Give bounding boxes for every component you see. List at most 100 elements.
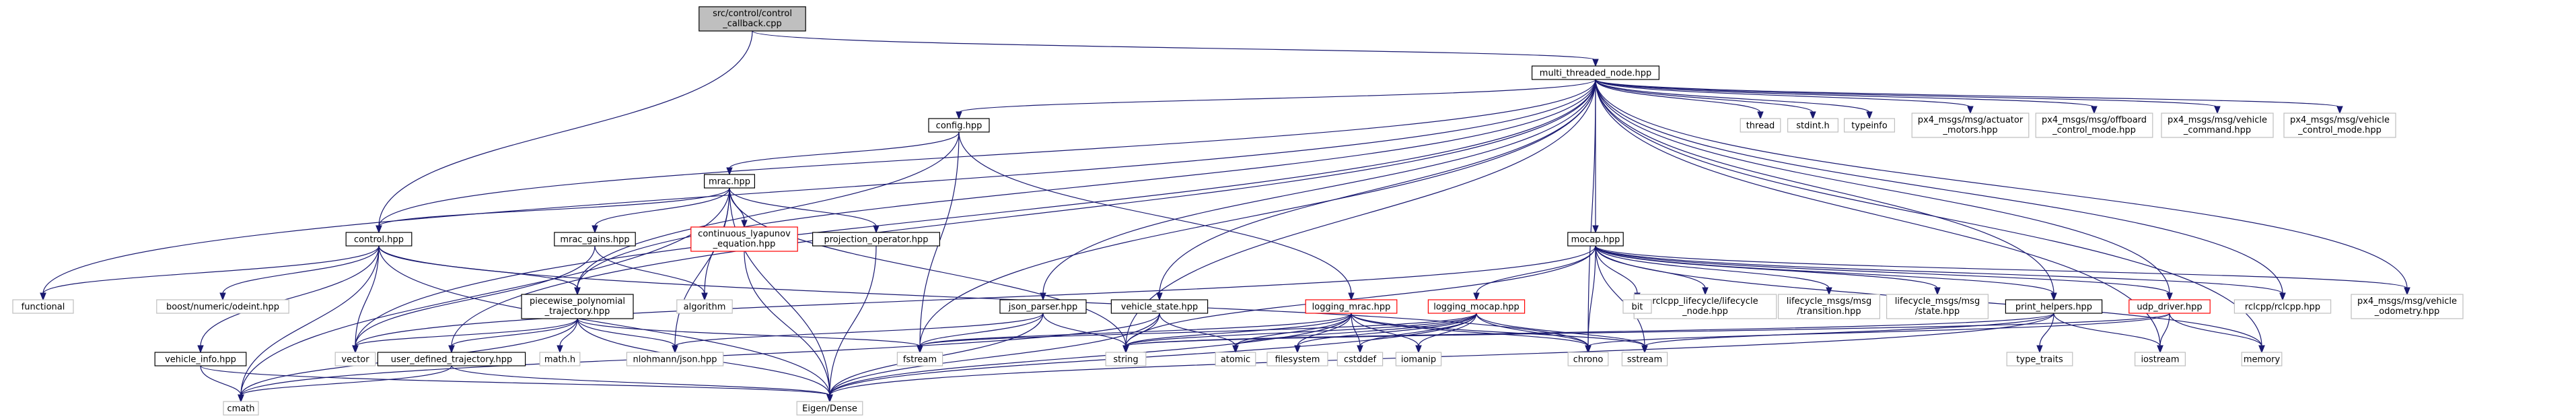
node-box xyxy=(999,299,1087,314)
node-pwpoly[interactable]: piecewise_polynomial_trajectory.hpp xyxy=(521,294,634,319)
node-label: bit xyxy=(1632,302,1643,313)
edge-lyap-to-eigen xyxy=(744,251,833,403)
node-string: string xyxy=(1105,352,1147,366)
node-box xyxy=(1427,299,1526,314)
node-label: piecewise_polynomial xyxy=(530,296,625,307)
node-label: mrac.hpp xyxy=(709,177,750,187)
node-box xyxy=(1305,299,1398,314)
edge-mocap-to-rclcpp xyxy=(1595,245,2286,301)
edge-mtn-to-mocap xyxy=(1592,79,1599,234)
node-box xyxy=(2233,299,2332,314)
node-box xyxy=(156,299,289,314)
edge-print-to-type_traits xyxy=(2036,313,2054,354)
node-box xyxy=(1532,65,1660,80)
edge-config-to-logmrac xyxy=(958,131,1355,301)
node-logmocap[interactable]: logging_mocap.hpp xyxy=(1427,299,1526,314)
node-px4_act: px4_msgs/msg/actuator_motors.hpp xyxy=(1911,113,2030,138)
node-label: json_parser.hpp xyxy=(1008,302,1077,313)
edge-mrac_gains-to-algorithm xyxy=(594,245,708,301)
node-label: px4_msgs/msg/vehicle xyxy=(2357,296,2457,307)
edge-mrac-to-cmath xyxy=(238,187,730,403)
node-label: user_defined_trajectory.hpp xyxy=(391,355,513,365)
node-rclcpp_lc: rclcpp_lifecycle/lifecycle_node.hpp xyxy=(1633,294,1777,319)
node-px4_odom: px4_msgs/msg/vehicle_odometry.hpp xyxy=(2351,294,2464,319)
node-projop[interactable]: projection_operator.hpp xyxy=(812,232,940,247)
node-algorithm: algorithm xyxy=(676,299,733,314)
edge-config-to-pwpoly xyxy=(574,131,960,296)
edge-pwpoly-to-udtraj xyxy=(448,318,578,354)
node-label: multi_threaded_node.hpp xyxy=(1540,69,1651,79)
node-lyap[interactable]: continuous_lyapunov_equation.hpp xyxy=(690,226,798,252)
node-label: _motors.hpp xyxy=(1942,125,1997,135)
node-json_parser[interactable]: json_parser.hpp xyxy=(999,299,1087,314)
node-logmrac[interactable]: logging_mrac.hpp xyxy=(1305,299,1398,314)
node-udtraj[interactable]: user_defined_trajectory.hpp xyxy=(377,352,526,366)
node-box xyxy=(1740,118,1781,133)
node-label: px4_msgs/msg/vehicle xyxy=(2290,115,2390,125)
node-label: _odometry.hpp xyxy=(2374,307,2439,317)
node-label: px4_msgs/msg/actuator xyxy=(1918,115,2024,125)
node-label: cstddef xyxy=(1344,355,1377,365)
node-thread: thread xyxy=(1740,118,1781,133)
edge-logmocap-to-atomic xyxy=(1232,313,1477,354)
node-box xyxy=(690,226,798,252)
node-label: boost/numeric/odeint.hpp xyxy=(166,302,279,313)
node-functional: functional xyxy=(12,299,74,314)
edge-mtn-to-vstate xyxy=(1156,79,1596,301)
node-cmath: cmath xyxy=(223,401,259,416)
node-box xyxy=(12,299,74,314)
node-label: config.hpp xyxy=(936,121,982,131)
node-box xyxy=(703,174,755,189)
node-eigen: Eigen/Dense xyxy=(796,401,863,416)
edge-udtraj-to-cmath xyxy=(238,365,452,403)
edge-control-to-eigen xyxy=(378,245,833,403)
node-typeinfo: typeinfo xyxy=(1844,118,1896,133)
node-mtn[interactable]: multi_threaded_node.hpp xyxy=(1532,65,1660,80)
edge-logmocap-to-filesystem xyxy=(1294,313,1477,354)
node-cstddef: cstddef xyxy=(1336,352,1384,366)
node-box xyxy=(1395,352,1442,366)
node-label: _trajectory.hpp xyxy=(544,307,610,317)
node-filesystem: filesystem xyxy=(1266,352,1328,366)
node-box xyxy=(1621,352,1668,366)
node-label: chrono xyxy=(1573,355,1604,365)
node-label: px4_msgs/msg/offboard xyxy=(2042,115,2147,125)
node-label: sstream xyxy=(1627,355,1662,365)
edge-mocap-to-chrono xyxy=(1585,245,1596,354)
node-type_traits: type_traits xyxy=(2006,352,2073,366)
node-label: math.h xyxy=(544,355,575,365)
edge-mtn-to-functional xyxy=(40,79,1596,301)
edge-print-to-iostream xyxy=(2053,313,2163,354)
node-config[interactable]: config.hpp xyxy=(928,118,990,133)
node-mrac_gains[interactable]: mrac_gains.hpp xyxy=(554,232,636,247)
node-label: projection_operator.hpp xyxy=(824,235,928,245)
node-box xyxy=(812,232,940,247)
node-mocap[interactable]: mocap.hpp xyxy=(1567,232,1624,247)
edge-mtn-to-stdint xyxy=(1595,79,1816,120)
node-box xyxy=(1633,294,1777,319)
node-print[interactable]: print_helpers.hpp xyxy=(2005,299,2103,314)
node-box xyxy=(2241,352,2283,366)
node-box xyxy=(539,352,581,366)
node-box xyxy=(1787,118,1839,133)
node-box xyxy=(2005,299,2103,314)
edge-mocap-to-udp xyxy=(1595,245,2173,301)
node-box xyxy=(2128,299,2211,314)
edge-mocap-to-logmocap xyxy=(1473,245,1596,301)
node-label: _equation.hpp xyxy=(713,239,776,249)
edge-layer xyxy=(40,30,2410,403)
node-vstate[interactable]: vehicle_state.hpp xyxy=(1110,299,1209,314)
node-mrac[interactable]: mrac.hpp xyxy=(703,174,755,189)
node-vinfo[interactable]: vehicle_info.hpp xyxy=(154,352,247,366)
node-callback[interactable]: src/control/control_callback.cpp xyxy=(699,6,806,32)
node-label: lifecycle_msgs/msg xyxy=(1895,296,1980,307)
node-label: iomanip xyxy=(1401,355,1436,365)
node-box xyxy=(1567,232,1624,247)
node-box xyxy=(1844,118,1896,133)
node-box xyxy=(1886,294,1989,319)
node-control[interactable]: control.hpp xyxy=(345,232,413,247)
edge-mrac-to-projop xyxy=(729,187,880,234)
node-udp[interactable]: udp_driver.hpp xyxy=(2128,299,2211,314)
node-box xyxy=(1266,352,1328,366)
